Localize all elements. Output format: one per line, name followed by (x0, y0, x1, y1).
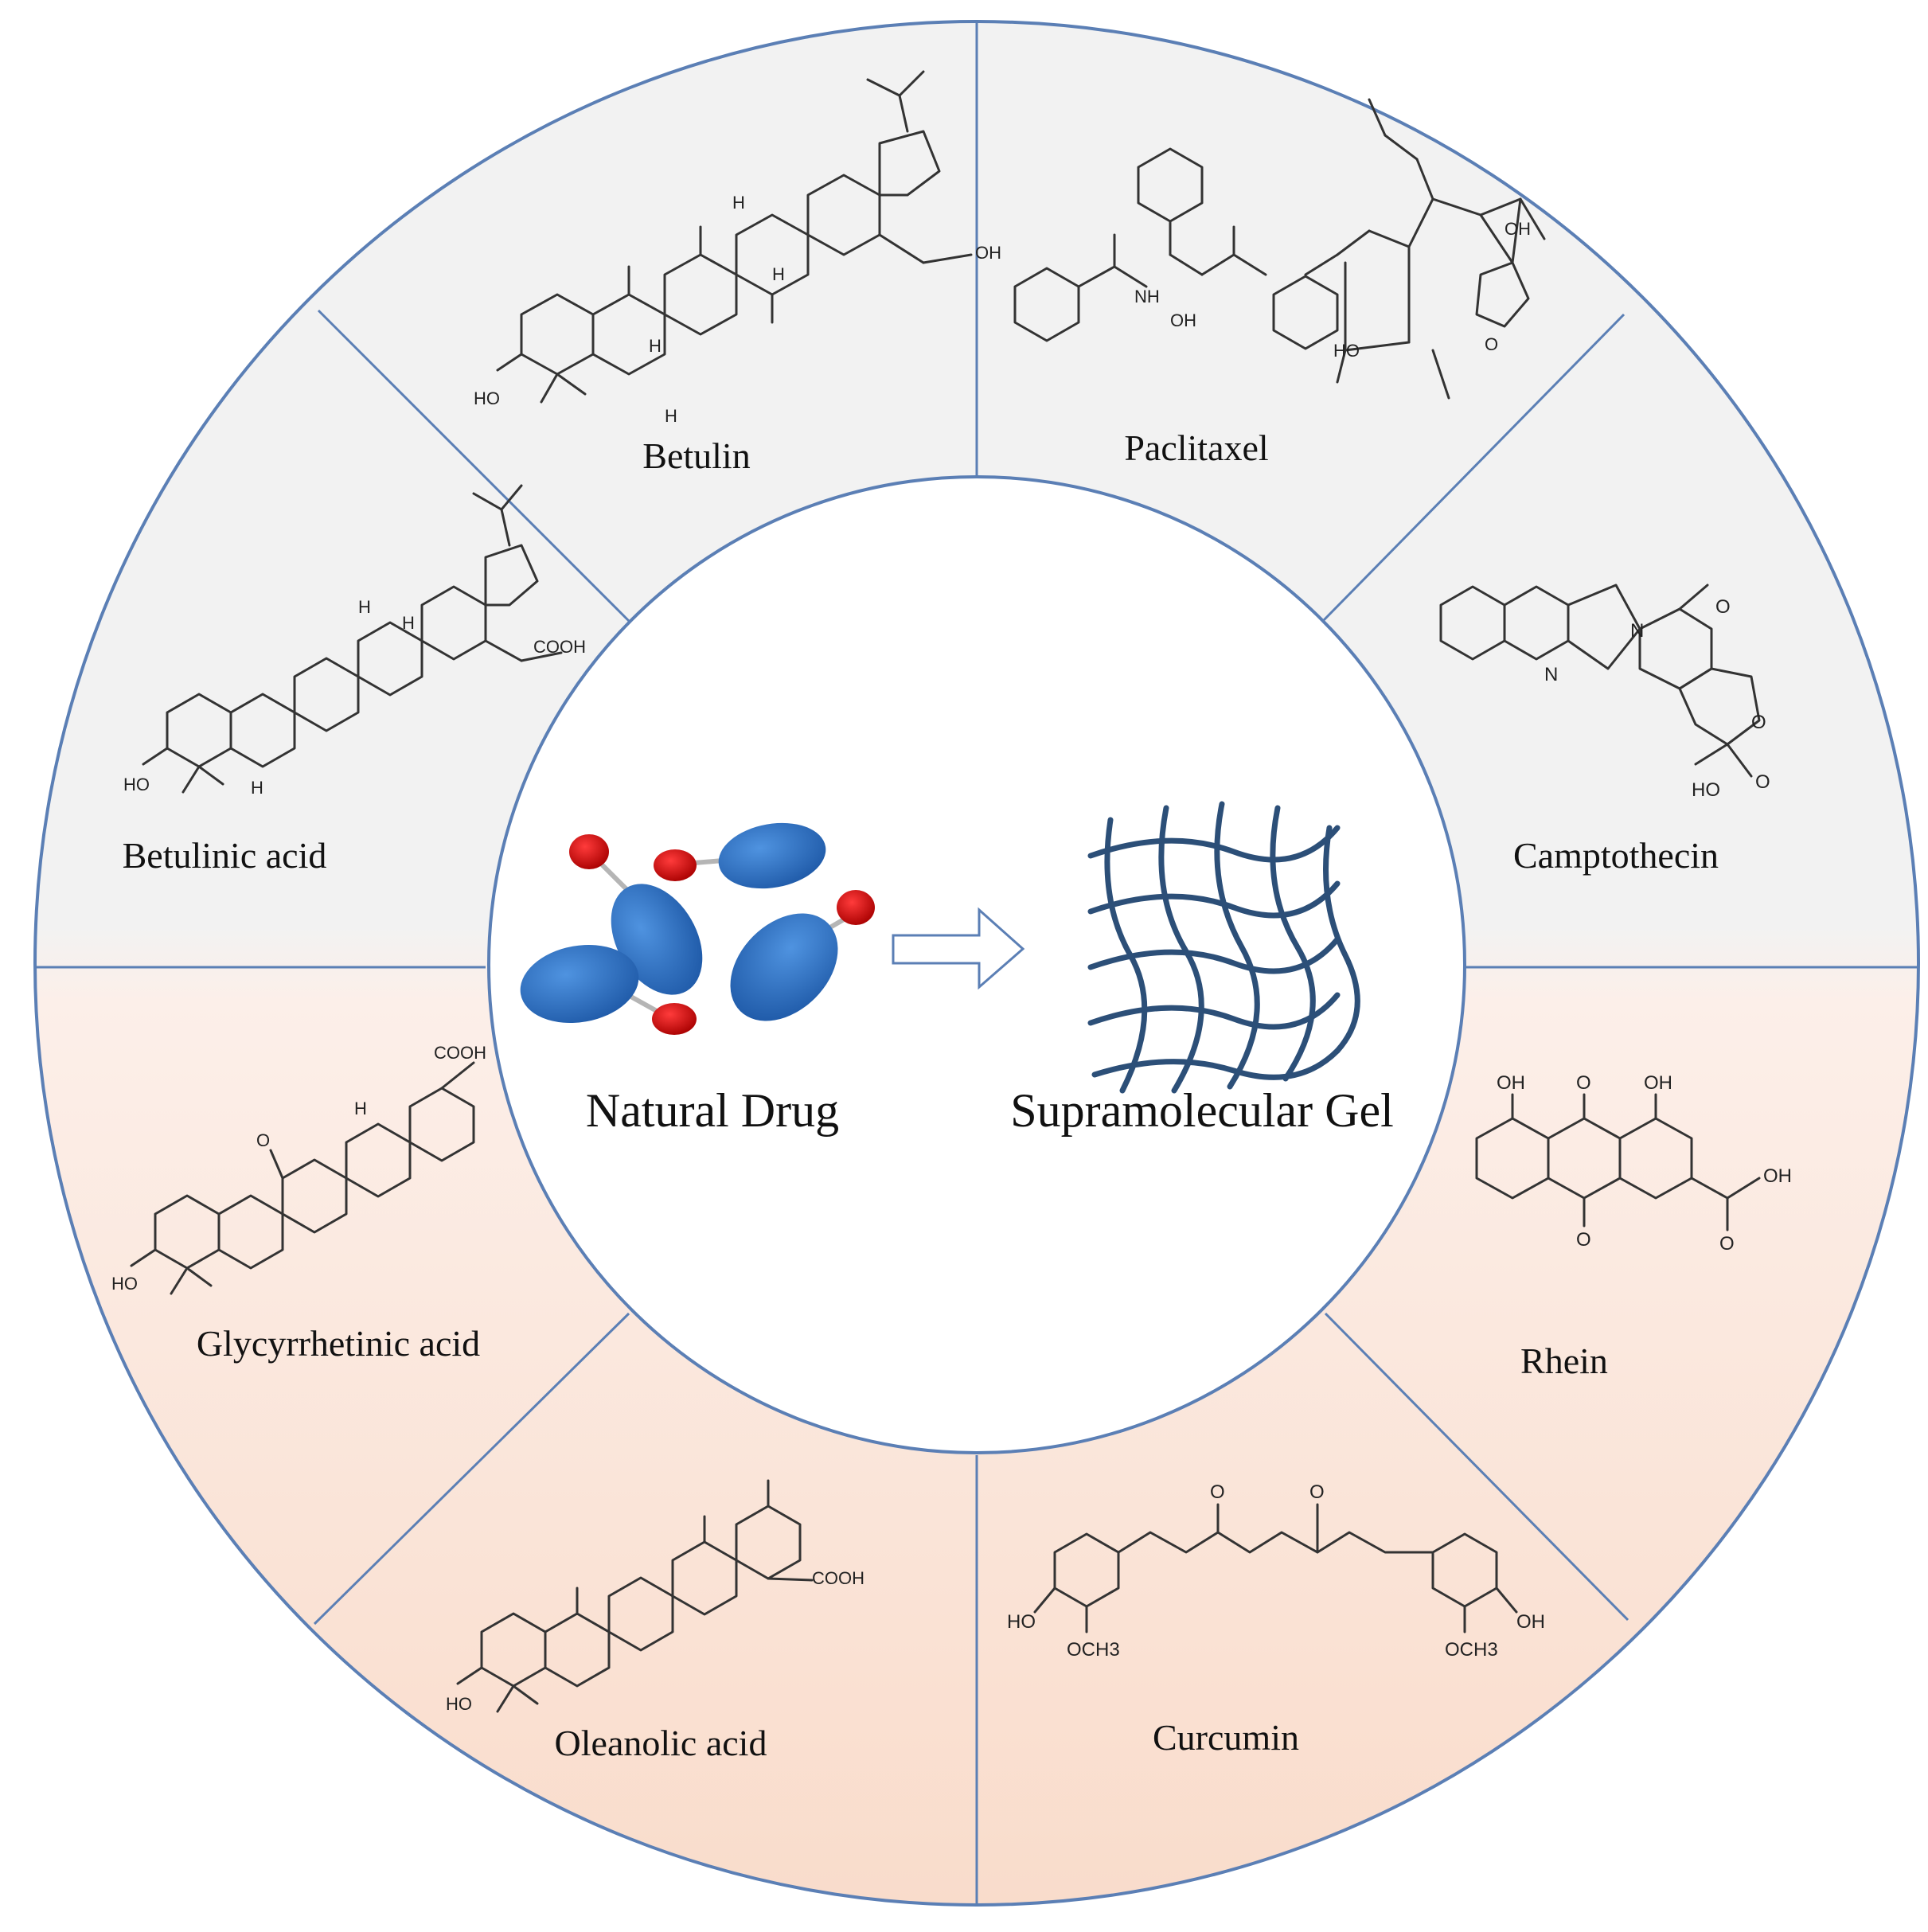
molecule-blue-3 (730, 913, 838, 1021)
betulinic-acid-atom-h1: H (358, 597, 371, 617)
compound-glycyrrhetinic-acid: COOH O H HO Glycyrrhetinic acid (111, 1043, 486, 1364)
rhein-atom-oh2: OH (1644, 1072, 1672, 1094)
curcumin-atom-o2: O (1309, 1481, 1325, 1503)
transformation-arrow (892, 907, 1025, 990)
betulin-atom-h1: H (732, 193, 745, 213)
curcumin-atom-o1: O (1210, 1481, 1225, 1503)
betulin-atom-h2: H (772, 264, 785, 284)
natural-drug-label: Natural Drug (586, 1084, 839, 1137)
camptothecin-atom-o1: O (1715, 596, 1731, 618)
rhein-label: Rhein (1520, 1341, 1608, 1381)
glycyrrhetinic-acid-atom-o: O (256, 1130, 270, 1150)
compound-paclitaxel: NH OH HO O OH Paclitaxel (1013, 98, 1546, 468)
compound-camptothecin: N N O O HO O Camptothecin (1439, 584, 1770, 876)
center-circle (487, 475, 1466, 1454)
paclitaxel-atom-nh: NH (1134, 287, 1160, 306)
glycyrrhetinic-acid-label: Glycyrrhetinic acid (197, 1323, 480, 1364)
betulin-atom-h4: H (665, 406, 677, 426)
camptothecin-atom-n1: N (1544, 664, 1558, 685)
molecule-red-1 (569, 834, 609, 869)
curcumin-label: Curcumin (1153, 1717, 1299, 1758)
molecule-blue-4 (520, 944, 639, 1024)
rhein-atom-o1: O (1576, 1072, 1591, 1094)
paclitaxel-atom-o: O (1485, 334, 1498, 354)
natural-drug-illustration (520, 822, 875, 1035)
betulin-structure (496, 70, 973, 404)
gel-mesh-illustration (1087, 801, 1360, 1094)
betulinic-acid-atom-ho: HO (123, 775, 150, 794)
glycyrrhetinic-acid-structure (130, 1061, 475, 1295)
betulinic-acid-atom-h2: H (402, 613, 415, 633)
glycyrrhetinic-acid-atom-cooh: COOH (434, 1043, 486, 1063)
molecule-red-2 (654, 849, 697, 881)
camptothecin-atom-n2: N (1630, 620, 1644, 642)
rhein-atom-oh3: OH (1763, 1165, 1792, 1187)
paclitaxel-atom-oh1: OH (1170, 310, 1196, 330)
curcumin-atom-och3-1: OCH3 (1067, 1639, 1120, 1661)
rhein-atom-o3: O (1719, 1233, 1735, 1255)
molecule-red-3 (837, 890, 875, 925)
glycyrrhetinic-acid-atom-h: H (354, 1099, 367, 1118)
rhein-atom-oh1: OH (1497, 1072, 1525, 1094)
glycyrrhetinic-acid-atom-ho: HO (111, 1274, 138, 1294)
paclitaxel-structure (1013, 98, 1546, 400)
betulin-atom-h3: H (649, 336, 662, 356)
betulinic-acid-structure (142, 484, 563, 794)
betulinic-acid-label: Betulinic acid (123, 835, 327, 876)
betulin-atom-oh: OH (975, 243, 1001, 263)
oleanolic-acid-label: Oleanolic acid (555, 1723, 767, 1763)
camptothecin-atom-o2: O (1751, 712, 1766, 733)
oleanolic-acid-structure (456, 1479, 814, 1713)
curcumin-atom-ho: HO (1007, 1611, 1036, 1633)
rhein-atom-o2: O (1576, 1229, 1591, 1251)
camptothecin-structure (1439, 584, 1761, 778)
betulinic-acid-atom-cooh: COOH (533, 637, 586, 657)
oleanolic-acid-atom-ho: HO (446, 1694, 472, 1714)
molecule-red-4 (652, 1003, 697, 1035)
camptothecin-atom-ho: HO (1692, 779, 1720, 801)
curcumin-atom-oh: OH (1516, 1611, 1545, 1633)
curcumin-structure (1033, 1503, 1518, 1633)
betulin-label: Betulin (642, 435, 750, 476)
betulin-atom-ho: HO (474, 388, 500, 408)
rhein-structure (1475, 1093, 1761, 1231)
supramolecular-gel-label: Supramolecular Gel (1010, 1084, 1394, 1137)
compound-betulin: OH HO H H H H Betulin (474, 70, 1001, 476)
compound-oleanolic-acid: COOH HO Oleanolic acid (446, 1479, 864, 1763)
compound-rhein: OH O OH OH O O Rhein (1475, 1072, 1792, 1381)
camptothecin-atom-o3: O (1755, 771, 1770, 793)
paclitaxel-atom-ho: HO (1333, 341, 1360, 361)
oleanolic-acid-atom-cooh: COOH (812, 1568, 864, 1588)
compound-curcumin: O O HO OCH3 OH OCH3 Curcumin (1007, 1481, 1545, 1758)
molecule-blue-1 (718, 822, 826, 889)
segment-dividers (35, 21, 1918, 1905)
camptothecin-label: Camptothecin (1513, 835, 1719, 876)
compound-betulinic-acid: COOH HO H H H Betulinic acid (123, 484, 586, 876)
paclitaxel-label: Paclitaxel (1124, 427, 1268, 468)
betulinic-acid-atom-h3: H (251, 778, 263, 798)
paclitaxel-atom-oh2: OH (1505, 219, 1531, 239)
curcumin-atom-och3-2: OCH3 (1445, 1639, 1498, 1661)
